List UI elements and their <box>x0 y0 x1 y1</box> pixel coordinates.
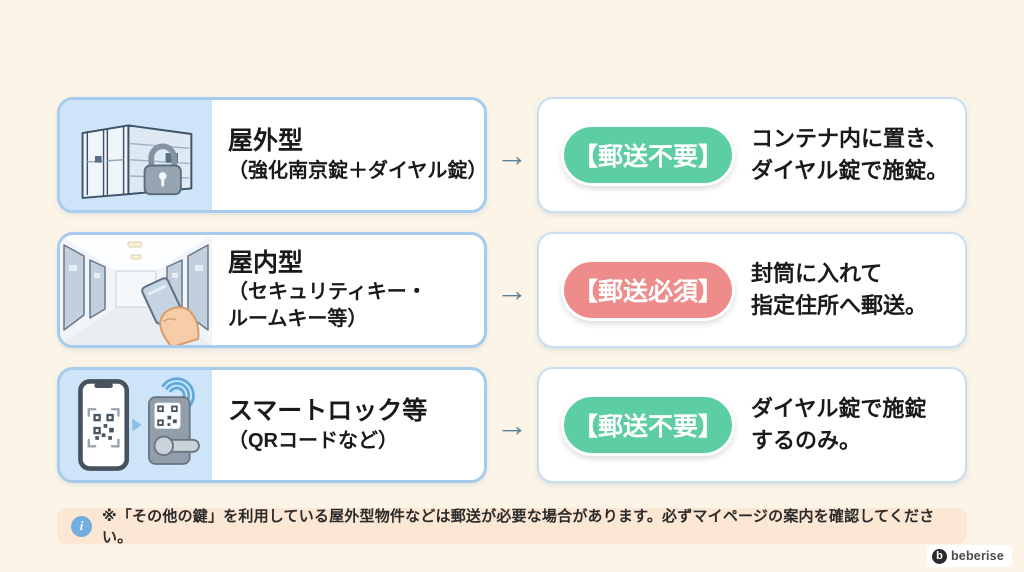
result-card-outdoor: 【郵送不要】 コンテナ内に置き、 ダイヤル錠で施錠。 <box>537 97 967 213</box>
flow-arrow-icon: → <box>496 137 528 173</box>
result-description: コンテナ内に置き、 ダイヤル錠で施錠。 <box>751 126 949 183</box>
type-card-outdoor: 屋外型 （強化南京錠＋ダイヤル錠） <box>57 97 487 213</box>
beberise-logo: b beberise <box>926 545 1012 567</box>
mailing-status-badge: 【郵送不要】 <box>561 394 735 456</box>
row-outdoor-type: 屋外型 （強化南京錠＋ダイヤル錠） → 【郵送不要】 コンテナ内に置き、 ダイヤ… <box>57 97 967 213</box>
flow-arrow-icon: → <box>496 272 528 308</box>
result-description: ダイヤル錠で施錠 するのみ。 <box>751 396 927 453</box>
mailing-status-badge: 【郵送不要】 <box>561 124 735 186</box>
info-icon: i <box>71 515 92 537</box>
footnote-text: ※「その他の鍵」を利用している屋外型物件などは郵送が必要な場合があります。必ずマ… <box>102 508 935 546</box>
type-text-outdoor: 屋外型 （強化南京錠＋ダイヤル錠） <box>212 100 484 210</box>
beberise-mark-icon: b <box>931 548 947 564</box>
type-text-smartlock: スマートロック等 （QRコードなど） <box>212 370 484 480</box>
hallway-keycard-icon <box>60 235 212 345</box>
type-title: 屋内型 <box>228 248 304 277</box>
row-smartlock-type: スマートロック等 （QRコードなど） → 【郵送不要】 ダイヤル錠で施錠 するの… <box>57 367 967 483</box>
icon-zone-smartlock <box>60 370 212 480</box>
type-text-indoor: 屋内型 （セキュリティキー・ ルームキー等） <box>212 235 484 345</box>
result-card-smartlock: 【郵送不要】 ダイヤル錠で施錠 するのみ。 <box>537 367 967 483</box>
container-padlock-icon <box>81 124 193 199</box>
type-card-indoor: 屋内型 （セキュリティキー・ ルームキー等） <box>57 232 487 348</box>
type-subtitle: （QRコードなど） <box>228 429 398 452</box>
smartphone-qr-smartlock-icon <box>78 377 200 471</box>
type-title: 屋外型 <box>228 127 304 156</box>
mailing-status-badge: 【郵送必須】 <box>561 259 735 321</box>
row-indoor-type: 屋内型 （セキュリティキー・ ルームキー等） → 【郵送必須】 封筒に入れて 指… <box>57 232 967 348</box>
icon-zone-outdoor <box>60 100 212 210</box>
footnote-bar: i ※「その他の鍵」を利用している屋外型物件などは郵送が必要な場合があります。必… <box>57 508 967 546</box>
type-card-smartlock: スマートロック等 （QRコードなど） <box>57 367 487 483</box>
result-description: 封筒に入れて 指定住所へ郵送。 <box>751 261 928 318</box>
flow-arrow-icon: → <box>496 407 528 443</box>
type-subtitle: （セキュリティキー・ ルームキー等） <box>228 281 427 331</box>
beberise-logo-text: beberise <box>950 549 1004 563</box>
icon-zone-indoor <box>60 235 212 345</box>
result-card-indoor: 【郵送必須】 封筒に入れて 指定住所へ郵送。 <box>537 232 967 348</box>
type-title: スマートロック等 <box>228 397 428 426</box>
type-subtitle: （強化南京錠＋ダイヤル錠） <box>228 159 487 182</box>
